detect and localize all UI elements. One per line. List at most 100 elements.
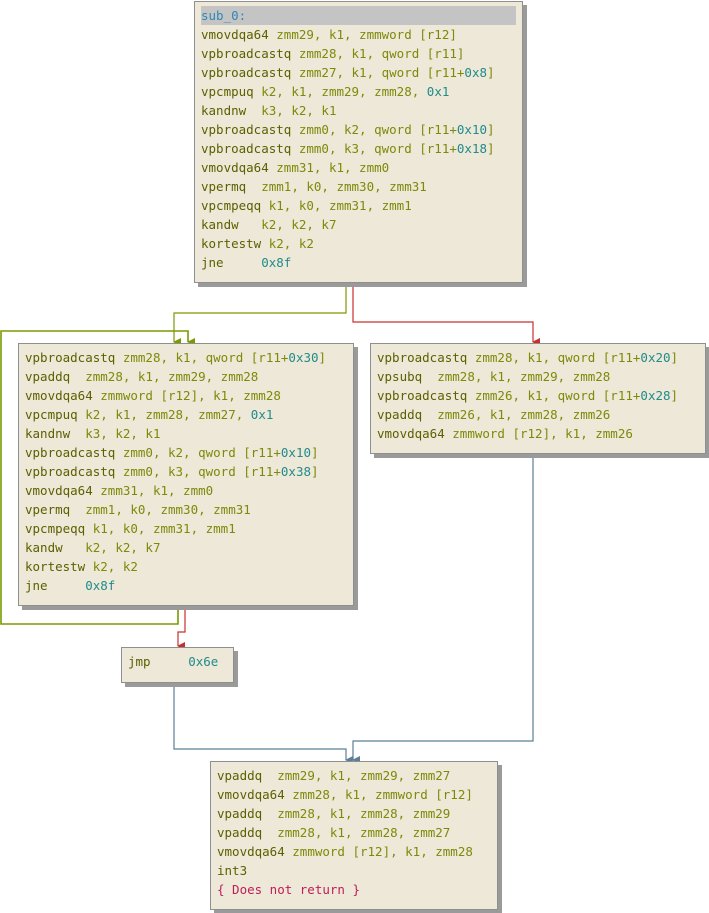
mnemonic: kandnw xyxy=(201,103,262,118)
no-return-comment: { Does not return } xyxy=(217,882,360,897)
mnemonic: vpaddq xyxy=(217,768,278,783)
operand: zmm28, k1, qword [r11+ xyxy=(122,350,289,365)
instruction-line[interactable]: vmovdqa64 zmm31, k1, zmm0 xyxy=(201,158,516,177)
instruction-line[interactable]: kandw k2, k2, k7 xyxy=(201,215,516,234)
mnemonic: vpbroadcastq xyxy=(377,350,475,365)
instruction-line[interactable]: vpbroadcastq zmm0, k2, qword [r11+0x10] xyxy=(25,443,347,462)
instruction-line[interactable]: vmovdqa64 zmm29, k1, zmmword [r12] xyxy=(201,25,516,44)
mnemonic: vmovdqa64 xyxy=(25,388,101,403)
instruction-line[interactable]: kortestw k2, k2 xyxy=(25,557,347,576)
immediate-value: 0x8f xyxy=(261,255,292,270)
instruction-line[interactable]: kortestw k2, k2 xyxy=(201,234,516,253)
function-label: sub_0: xyxy=(201,6,516,25)
instruction-line[interactable]: vpbroadcastq zmm0, k3, qword [r11+0x18] xyxy=(201,139,516,158)
mnemonic: vpaddq xyxy=(217,806,278,821)
edge-entry-to-loop xyxy=(173,284,347,346)
operand: k3, k2, k1 xyxy=(261,103,337,118)
instruction-line[interactable]: jne 0x8f xyxy=(25,576,347,595)
instruction-line[interactable]: vmovdqa64 zmmword [r12], k1, zmm28 xyxy=(217,842,491,861)
instruction-line[interactable]: vpaddq zmm28, k1, zmm29, zmm28 xyxy=(25,367,347,386)
operand: zmm0, k2, qword [r11+ xyxy=(122,445,281,460)
mnemonic: vpaddq xyxy=(377,407,438,422)
operand: zmm29, k1, zmmword [r12] xyxy=(276,27,457,42)
block-right[interactable]: vpbroadcastq zmm28, k1, qword [r11+0x20]… xyxy=(370,343,706,454)
mnemonic: vmovdqa64 xyxy=(377,426,453,441)
operand: ] xyxy=(487,122,495,137)
mnemonic: vpbroadcastq xyxy=(201,141,299,156)
instruction-line[interactable]: vpaddq zmm28, k1, zmm28, zmm29 xyxy=(217,804,491,823)
operand: zmm0, k3, qword [r11+ xyxy=(298,141,457,156)
block-entry[interactable]: sub_0:vmovdqa64 zmm29, k1, zmmword [r12]… xyxy=(194,1,523,283)
instruction-line[interactable]: vmovdqa64 zmmword [r12], k1, zmm26 xyxy=(377,424,699,443)
instruction-line[interactable]: vpaddq zmm28, k1, zmm28, zmm27 xyxy=(217,823,491,842)
mnemonic: vpbroadcastq xyxy=(25,464,123,479)
operand: zmm26, k1, zmm28, zmm26 xyxy=(437,407,611,422)
operand: k2, k1, zmm28, zmm27, xyxy=(85,407,251,422)
operand: zmm31, k1, zmm0 xyxy=(100,483,214,498)
operand: ] xyxy=(487,141,495,156)
instruction-line[interactable]: int3 xyxy=(217,861,491,880)
instruction-line[interactable]: kandw k2, k2, k7 xyxy=(25,538,347,557)
instruction-line[interactable]: vpbroadcastq zmm28, k1, qword [r11+0x30] xyxy=(25,348,347,367)
instruction-line[interactable]: vpbroadcastq zmm27, k1, qword [r11+0x8] xyxy=(201,63,516,82)
instruction-line[interactable]: vpcmpeqq k1, k0, zmm31, zmm1 xyxy=(201,196,516,215)
instruction-line[interactable]: vpbroadcastq zmm28, k1, qword [r11] xyxy=(201,44,516,63)
mnemonic: kandnw xyxy=(25,426,86,441)
operand: k2, k1, zmm29, zmm28, xyxy=(261,84,427,99)
instruction-line[interactable]: jne 0x8f xyxy=(201,253,516,272)
operand: zmmword [r12], k1, zmm26 xyxy=(452,426,633,441)
instruction-line[interactable]: vpcmpeqq k1, k0, zmm31, zmm1 xyxy=(25,519,347,538)
immediate-value: 0x10 xyxy=(280,445,311,460)
immediate-value: 0x6e xyxy=(188,654,219,669)
instruction-line[interactable]: vpaddq zmm26, k1, zmm28, zmm26 xyxy=(377,405,699,424)
instruction-line[interactable]: vpermq zmm1, k0, zmm30, zmm31 xyxy=(201,177,516,196)
instruction-line[interactable]: vpbroadcastq zmm26, k1, qword [r11+0x28] xyxy=(377,386,699,405)
instruction-line[interactable]: vpbroadcastq zmm0, k2, qword [r11+0x10] xyxy=(201,120,516,139)
mnemonic: kortestw xyxy=(25,559,93,574)
instruction-line[interactable]: vmovdqa64 zmm28, k1, zmmword [r12] xyxy=(217,785,491,804)
mnemonic: vpbroadcastq xyxy=(201,65,299,80)
operand: zmm31, k1, zmm0 xyxy=(276,160,390,175)
operand: zmm28, k1, zmm29, zmm28 xyxy=(85,369,259,384)
instruction-line[interactable]: vpbroadcastq zmm0, k3, qword [r11+0x38] xyxy=(25,462,347,481)
mnemonic: vmovdqa64 xyxy=(25,483,101,498)
mnemonic: vmovdqa64 xyxy=(201,160,277,175)
operand: k3, k2, k1 xyxy=(85,426,161,441)
instruction-line[interactable]: vmovdqa64 zmm31, k1, zmm0 xyxy=(25,481,347,500)
mnemonic: vpbroadcastq xyxy=(25,350,123,365)
instruction-line[interactable]: vpaddq zmm29, k1, zmm29, zmm27 xyxy=(217,766,491,785)
instruction-line[interactable]: vmovdqa64 zmmword [r12], k1, zmm28 xyxy=(25,386,347,405)
immediate-value: 0x18 xyxy=(456,141,487,156)
immediate-value: 0x30 xyxy=(288,350,319,365)
instruction-line[interactable]: vpsubq zmm28, k1, zmm29, zmm28 xyxy=(377,367,699,386)
operand: zmm28, k1, zmm28, zmm29 xyxy=(277,806,451,821)
operand: zmm28, k1, zmm29, zmm28 xyxy=(437,369,611,384)
mnemonic: vpcmpeqq xyxy=(201,198,269,213)
mnemonic: vpbroadcastq xyxy=(377,388,475,403)
immediate-value: 0x8f xyxy=(85,578,116,593)
instruction-line[interactable]: jmp 0x6e xyxy=(128,652,227,671)
mnemonic: vpermq xyxy=(201,179,262,194)
mnemonic: kandw xyxy=(201,217,262,232)
operand: ] xyxy=(670,350,679,365)
instruction-line[interactable]: vpcmpuq k2, k1, zmm28, zmm27, 0x1 xyxy=(25,405,347,424)
mnemonic: vmovdqa64 xyxy=(201,27,277,42)
edge-right-to-exit xyxy=(352,455,534,764)
mnemonic: vpermq xyxy=(25,502,86,517)
operand: zmm28, k1, zmm28, zmm27 xyxy=(277,825,451,840)
block-loop[interactable]: vpbroadcastq zmm28, k1, qword [r11+0x30]… xyxy=(18,343,354,606)
operand: zmm28, k1, qword [r11] xyxy=(298,46,465,61)
block-jmp[interactable]: jmp 0x6e xyxy=(121,647,234,683)
instruction-line[interactable]: vpcmpuq k2, k1, zmm29, zmm28, 0x1 xyxy=(201,82,516,101)
instruction-line[interactable]: kandnw k3, k2, k1 xyxy=(25,424,347,443)
instruction-line[interactable]: vpermq zmm1, k0, zmm30, zmm31 xyxy=(25,500,347,519)
operand: k2, k2, k7 xyxy=(261,217,337,232)
edge-entry-to-right xyxy=(352,284,540,346)
mnemonic: vpbroadcastq xyxy=(201,46,299,61)
instruction-line[interactable]: vpbroadcastq zmm28, k1, qword [r11+0x20] xyxy=(377,348,699,367)
operand: zmm27, k1, qword [r11+ xyxy=(298,65,465,80)
operand: ] xyxy=(318,350,327,365)
mnemonic: jmp xyxy=(128,654,189,669)
instruction-line[interactable]: kandnw k3, k2, k1 xyxy=(201,101,516,120)
